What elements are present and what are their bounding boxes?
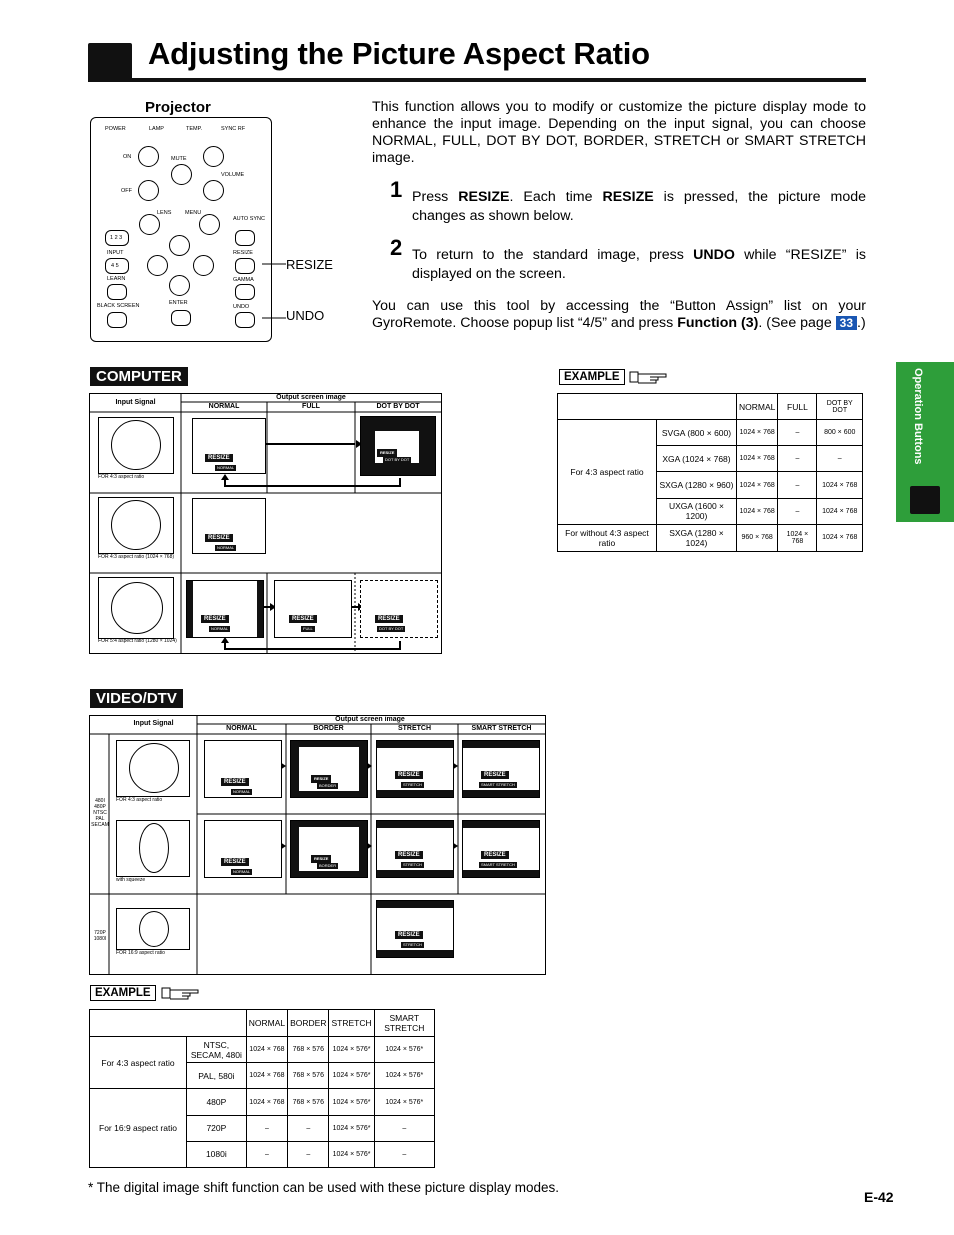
pointing-hand-icon [629, 371, 667, 384]
intro-text: This function allows you to modify or cu… [372, 99, 866, 166]
gyroremote-text: You can use this tool by accessing the “… [372, 298, 866, 331]
undo-button [235, 312, 255, 328]
auto-sync-button [235, 230, 255, 246]
input-image-5x4 [98, 577, 174, 639]
input-image-4x3-xga [98, 497, 174, 554]
black-screen-button [107, 312, 127, 328]
input-image-squeeze [116, 820, 190, 877]
computer-example-table: NORMAL FULL DOT BY DOT For 4:3 aspect ra… [557, 392, 863, 553]
left-button [147, 255, 168, 276]
computer-label: COMPUTER [90, 367, 188, 386]
pointing-hand-icon [161, 987, 199, 1000]
video-dtv-label: VIDEO/DTV [90, 689, 183, 708]
volume-up-button [203, 146, 224, 167]
up-button [169, 235, 190, 256]
step-2: 2 To return to the standard image, press… [390, 235, 866, 283]
computer-diagram: Output screen image Input Signal NORMAL … [89, 393, 442, 654]
down-button [169, 275, 190, 296]
learn-button [107, 284, 127, 300]
resize-callout: RESIZE [286, 257, 333, 272]
input-image-16x9 [116, 908, 190, 950]
video-example-table: NORMAL BORDER STRETCH SMART STRETCH For … [89, 1008, 436, 1169]
remote-icon [88, 43, 132, 81]
projector-label: Projector [145, 99, 211, 116]
page-title: Adjusting the Picture Aspect Ratio [148, 36, 650, 71]
page-number: E-42 [864, 1189, 894, 1205]
gamma-button [235, 284, 255, 300]
step-1: 1 Press RESIZE. Each time RESIZE is pres… [390, 177, 866, 225]
off-button [138, 180, 159, 201]
remote-icon [910, 486, 940, 514]
page-ref-link[interactable]: 33 [835, 316, 858, 330]
input-45-button [105, 258, 129, 274]
title-rule [88, 78, 866, 82]
section-tab: Operation Buttons [896, 362, 954, 522]
input-image-4x3 [116, 740, 190, 797]
callout-lines [262, 263, 286, 319]
right-button [193, 255, 214, 276]
resize-button [235, 258, 255, 274]
footnote: * The digital image shift function can b… [88, 1180, 560, 1195]
video-diagram: Output screen image Input Signal NORMAL … [89, 715, 546, 975]
menu-button [199, 214, 220, 235]
mute-button [171, 164, 192, 185]
remote-diagram: POWER LAMP TEMP. SYNC RF ON MUTE VOLUME … [90, 117, 272, 342]
lens-button [139, 214, 160, 235]
on-button [138, 146, 159, 167]
enter-button [171, 310, 191, 326]
input-123-button [105, 230, 129, 246]
computer-example-label: EXAMPLE [559, 369, 625, 385]
volume-down-button [203, 180, 224, 201]
input-image-4x3 [98, 417, 174, 474]
video-example-label: EXAMPLE [90, 985, 156, 1001]
undo-callout: UNDO [286, 308, 325, 323]
